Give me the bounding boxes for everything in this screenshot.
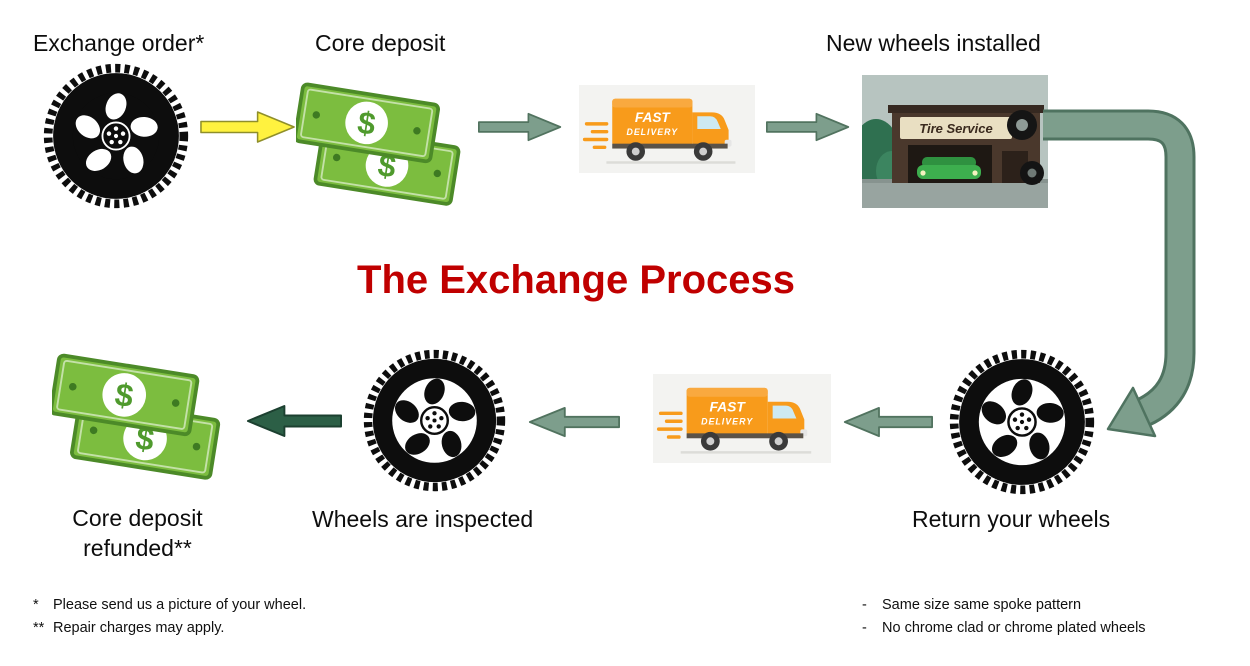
footnote-text: No chrome clad or chrome plated wheels <box>882 620 1146 636</box>
label-new-wheels-installed: New wheels installed <box>826 30 1041 56</box>
footnote-marker: - <box>862 597 867 613</box>
dollar-sign: $ <box>113 376 136 414</box>
page-title: The Exchange Process <box>357 258 795 302</box>
footnote: * Please send us a picture of your wheel… <box>33 594 306 617</box>
arrow-left-green-icon <box>843 406 933 438</box>
tire-service-shop-image: Tire Service <box>862 75 1048 208</box>
wheel-icon <box>42 62 190 210</box>
truck-text-fast: FAST <box>709 399 746 415</box>
wheel-icon-svg <box>949 349 1095 495</box>
footnote-text: Same size same spoke pattern <box>882 597 1082 613</box>
footnotes-left: * Please send us a picture of your wheel… <box>33 594 306 640</box>
wheel-icon <box>362 348 507 493</box>
arrow-left-green-icon <box>528 406 620 438</box>
label-refund-line1: Core deposit <box>72 505 203 531</box>
delivery-truck-svg: FAST DELIVERY <box>653 374 831 463</box>
delivery-truck-svg: FAST DELIVERY <box>579 85 755 173</box>
footnote: ** Repair charges may apply. <box>33 617 306 640</box>
wheel-icon-svg <box>363 349 506 492</box>
arrow-right-green-icon <box>766 112 850 142</box>
dollar-bills-icon: $ $ <box>52 345 232 488</box>
footnote-text: Repair charges may apply. <box>53 620 225 636</box>
wheel-icon-svg <box>43 63 189 209</box>
footnotes-right: - Same size same spoke pattern - No chro… <box>862 594 1146 640</box>
dollar-bills-icon: $ $ <box>296 74 472 214</box>
truck-text-fast: FAST <box>635 110 672 125</box>
delivery-truck-image: FAST DELIVERY <box>652 374 832 463</box>
label-core-deposit: Core deposit <box>315 30 446 56</box>
label-wheels-inspected: Wheels are inspected <box>312 506 534 532</box>
footnote-marker: ** <box>33 620 45 636</box>
wheel-icon <box>948 348 1096 496</box>
curved-arrow-down-icon <box>1040 95 1245 465</box>
label-refund-line2: refunded** <box>83 535 192 562</box>
label-return-your-wheels: Return your wheels <box>912 506 1111 532</box>
delivery-truck-image: FAST DELIVERY <box>578 85 756 173</box>
tire-service-shop-svg: Tire Service <box>862 75 1048 208</box>
arrow-right-green-icon <box>478 112 562 142</box>
arrow-right-yellow-icon <box>200 110 296 144</box>
truck-text-delivery: DELIVERY <box>701 416 753 426</box>
footnote-marker: * <box>33 597 39 613</box>
dollar-bills-svg: $ $ <box>52 353 221 480</box>
footnote: - No chrome clad or chrome plated wheels <box>862 617 1146 640</box>
footnote-marker: - <box>862 620 867 636</box>
shop-sign-text: Tire Service <box>919 121 992 136</box>
footnote: - Same size same spoke pattern <box>862 594 1146 617</box>
dollar-sign: $ <box>355 104 378 142</box>
footnote-text: Please send us a picture of your wheel. <box>53 597 307 613</box>
label-core-deposit-refunded: Core deposit refunded** <box>30 503 245 564</box>
label-exchange-order: Exchange order* <box>33 30 205 56</box>
arrow-left-dark-green-icon <box>246 404 342 438</box>
truck-text-delivery: DELIVERY <box>627 127 679 137</box>
dollar-bills-svg: $ $ <box>296 82 461 206</box>
